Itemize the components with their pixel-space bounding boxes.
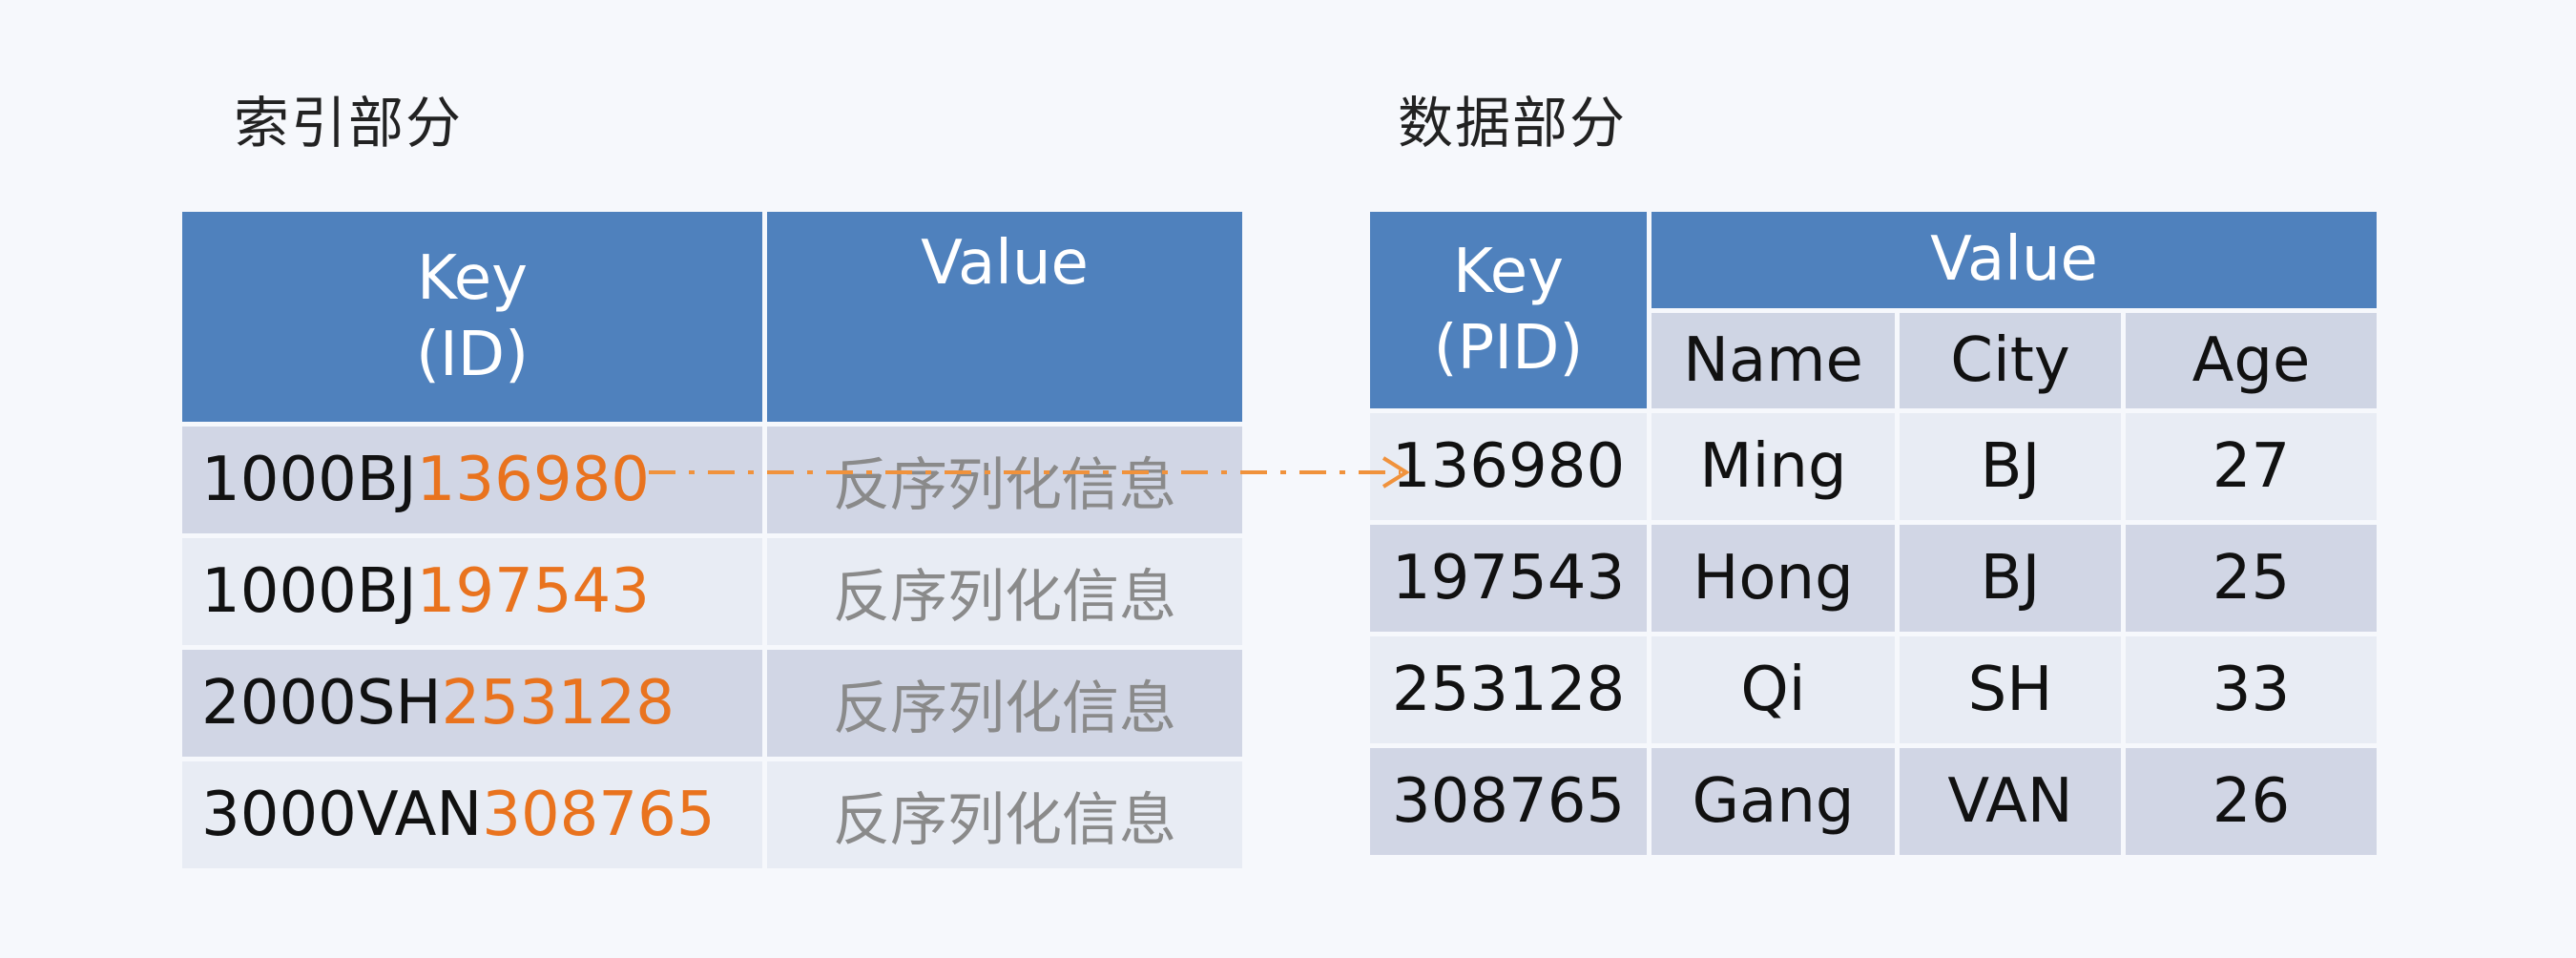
name-cell: Hong xyxy=(1652,525,1895,632)
table-row: 1000BJ197543 反序列化信息 xyxy=(182,538,1242,645)
key-prefix: 1000BJ xyxy=(201,556,417,627)
data-table: Key (PID) Value Name City Age 136980 Min… xyxy=(1365,207,2381,860)
column-header-city: City xyxy=(1900,312,2121,408)
pid-cell: 308765 xyxy=(1370,748,1647,855)
age-cell: 33 xyxy=(2126,636,2377,743)
index-value-cell: 反序列化信息 xyxy=(767,650,1242,757)
index-key-cell: 2000SH253128 xyxy=(182,650,762,757)
pid-cell: 136980 xyxy=(1370,413,1647,520)
table-row: 1000BJ136980 反序列化信息 xyxy=(182,427,1242,533)
index-key-cell: 1000BJ136980 xyxy=(182,427,762,533)
name-cell: Qi xyxy=(1652,636,1895,743)
index-key-header-line1: Key xyxy=(416,243,529,314)
index-key-header: Key (ID) xyxy=(182,212,762,422)
data-key-header-line2: (PID) xyxy=(1433,313,1584,384)
table-row: 308765 Gang VAN 26 xyxy=(1370,748,2377,855)
data-key-header-line1: Key xyxy=(1452,237,1565,307)
table-row: 253128 Qi SH 33 xyxy=(1370,636,2377,743)
key-prefix: 1000BJ xyxy=(201,445,417,515)
age-cell: 25 xyxy=(2126,525,2377,632)
table-row: 136980 Ming BJ 27 xyxy=(1370,413,2377,520)
name-cell: Ming xyxy=(1652,413,1895,520)
name-cell: Gang xyxy=(1652,748,1895,855)
index-key-cell: 3000VAN308765 xyxy=(182,761,762,868)
age-cell: 27 xyxy=(2126,413,2377,520)
data-key-header: Key (PID) xyxy=(1370,212,1647,408)
index-value-cell: 反序列化信息 xyxy=(767,427,1242,533)
index-section-title: 索引部分 xyxy=(234,91,464,156)
table-row: 3000VAN308765 反序列化信息 xyxy=(182,761,1242,868)
city-cell: BJ xyxy=(1900,413,2121,520)
city-cell: BJ xyxy=(1900,525,2121,632)
index-key-header-line2: (ID) xyxy=(415,320,530,390)
index-value-header: Value xyxy=(767,212,1242,422)
key-id: 197543 xyxy=(416,556,650,627)
pid-cell: 197543 xyxy=(1370,525,1647,632)
city-cell: VAN xyxy=(1900,748,2121,855)
table-row: 2000SH253128 反序列化信息 xyxy=(182,650,1242,757)
key-id: 308765 xyxy=(482,780,716,850)
data-section-title: 数据部分 xyxy=(1398,91,1628,156)
index-table: Key (ID) Value 1000BJ136980 反序列化信息 1000B… xyxy=(177,207,1247,873)
index-key-cell: 1000BJ197543 xyxy=(182,538,762,645)
key-prefix: 2000SH xyxy=(201,668,442,739)
age-cell: 26 xyxy=(2126,748,2377,855)
key-id: 136980 xyxy=(416,445,650,515)
key-id: 253128 xyxy=(441,668,675,739)
index-value-cell: 反序列化信息 xyxy=(767,538,1242,645)
pid-cell: 253128 xyxy=(1370,636,1647,743)
column-header-name: Name xyxy=(1652,312,1895,408)
data-value-header: Value xyxy=(1652,212,2377,308)
column-header-age: Age xyxy=(2126,312,2377,408)
index-value-cell: 反序列化信息 xyxy=(767,761,1242,868)
key-prefix: 3000VAN xyxy=(201,780,483,850)
table-row: 197543 Hong BJ 25 xyxy=(1370,525,2377,632)
city-cell: SH xyxy=(1900,636,2121,743)
